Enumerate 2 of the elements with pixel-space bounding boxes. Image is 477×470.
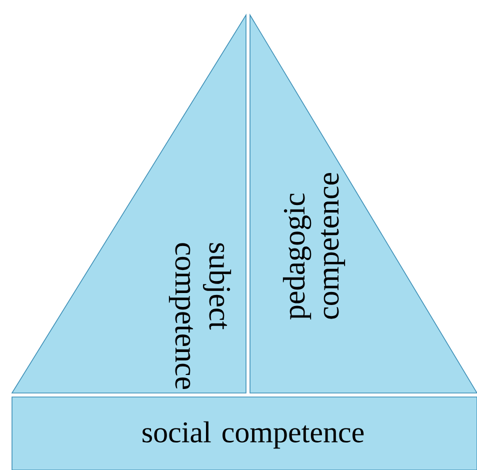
base-bar: social competence xyxy=(12,396,477,470)
triangle-segment: pedagogic competence xyxy=(250,14,477,394)
